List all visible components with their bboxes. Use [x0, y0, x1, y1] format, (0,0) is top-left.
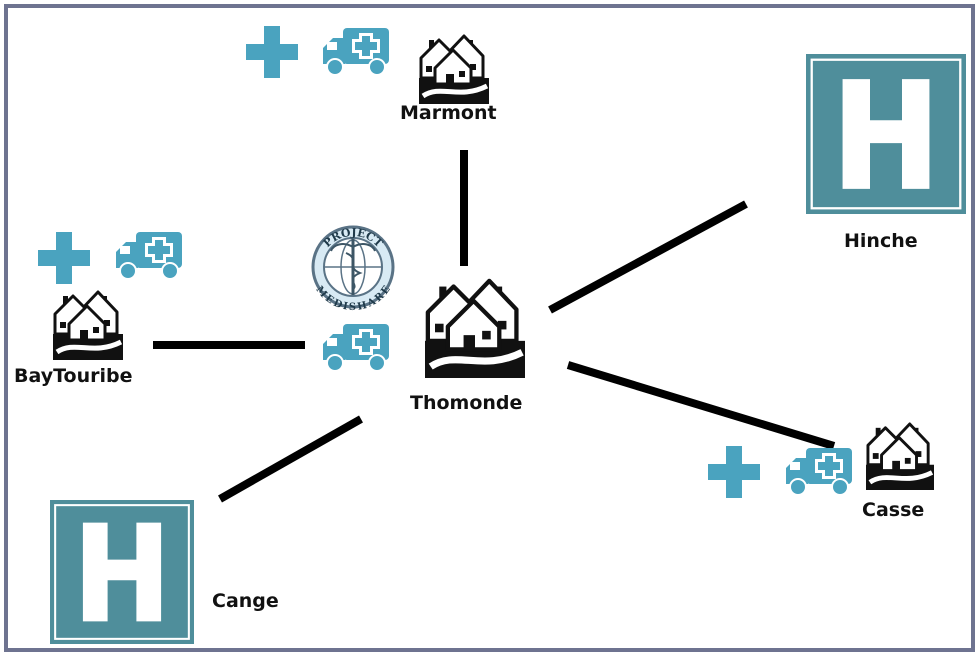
- diagram-canvas: PROJECT MEDISHARE: [38, 26, 966, 645]
- village-icon: [419, 36, 489, 104]
- village-icon: [53, 292, 123, 360]
- label-marmont: Marmont: [400, 102, 497, 124]
- ambulance-icon: [322, 28, 389, 76]
- node-thomonde: PROJECT MEDISHARE: [311, 225, 525, 378]
- node-casse: [708, 424, 934, 498]
- ambulance-icon: [115, 232, 182, 280]
- ambulance-icon: [322, 324, 389, 372]
- connector-thomonde-casse: [566, 361, 836, 450]
- diagram-frame: PROJECT MEDISHARE Marmont BayTouribe Tho…: [4, 4, 975, 652]
- project-medishare-logo: PROJECT MEDISHARE: [311, 225, 395, 313]
- label-hinche: Hinche: [844, 230, 918, 252]
- hospital-sign-icon: [806, 54, 966, 214]
- node-hinche: [806, 54, 966, 214]
- label-baytouribe: BayTouribe: [14, 365, 133, 387]
- node-cange: [50, 499, 194, 645]
- connector-thomonde-hinche: [548, 200, 748, 314]
- label-cange: Cange: [212, 590, 279, 612]
- medical-cross-icon: [38, 232, 90, 284]
- connectors: [153, 150, 836, 503]
- hospital-sign-icon: [50, 499, 194, 645]
- connector-thomonde-cange: [218, 415, 363, 503]
- medical-cross-icon: [708, 446, 760, 498]
- label-thomonde: Thomonde: [410, 392, 523, 414]
- village-icon: [425, 281, 525, 378]
- medical-cross-icon: [246, 26, 298, 78]
- ambulance-icon: [785, 448, 852, 496]
- village-icon: [866, 424, 934, 490]
- node-baytouribe: [38, 232, 182, 360]
- label-casse: Casse: [862, 499, 925, 521]
- node-marmont: [246, 26, 489, 104]
